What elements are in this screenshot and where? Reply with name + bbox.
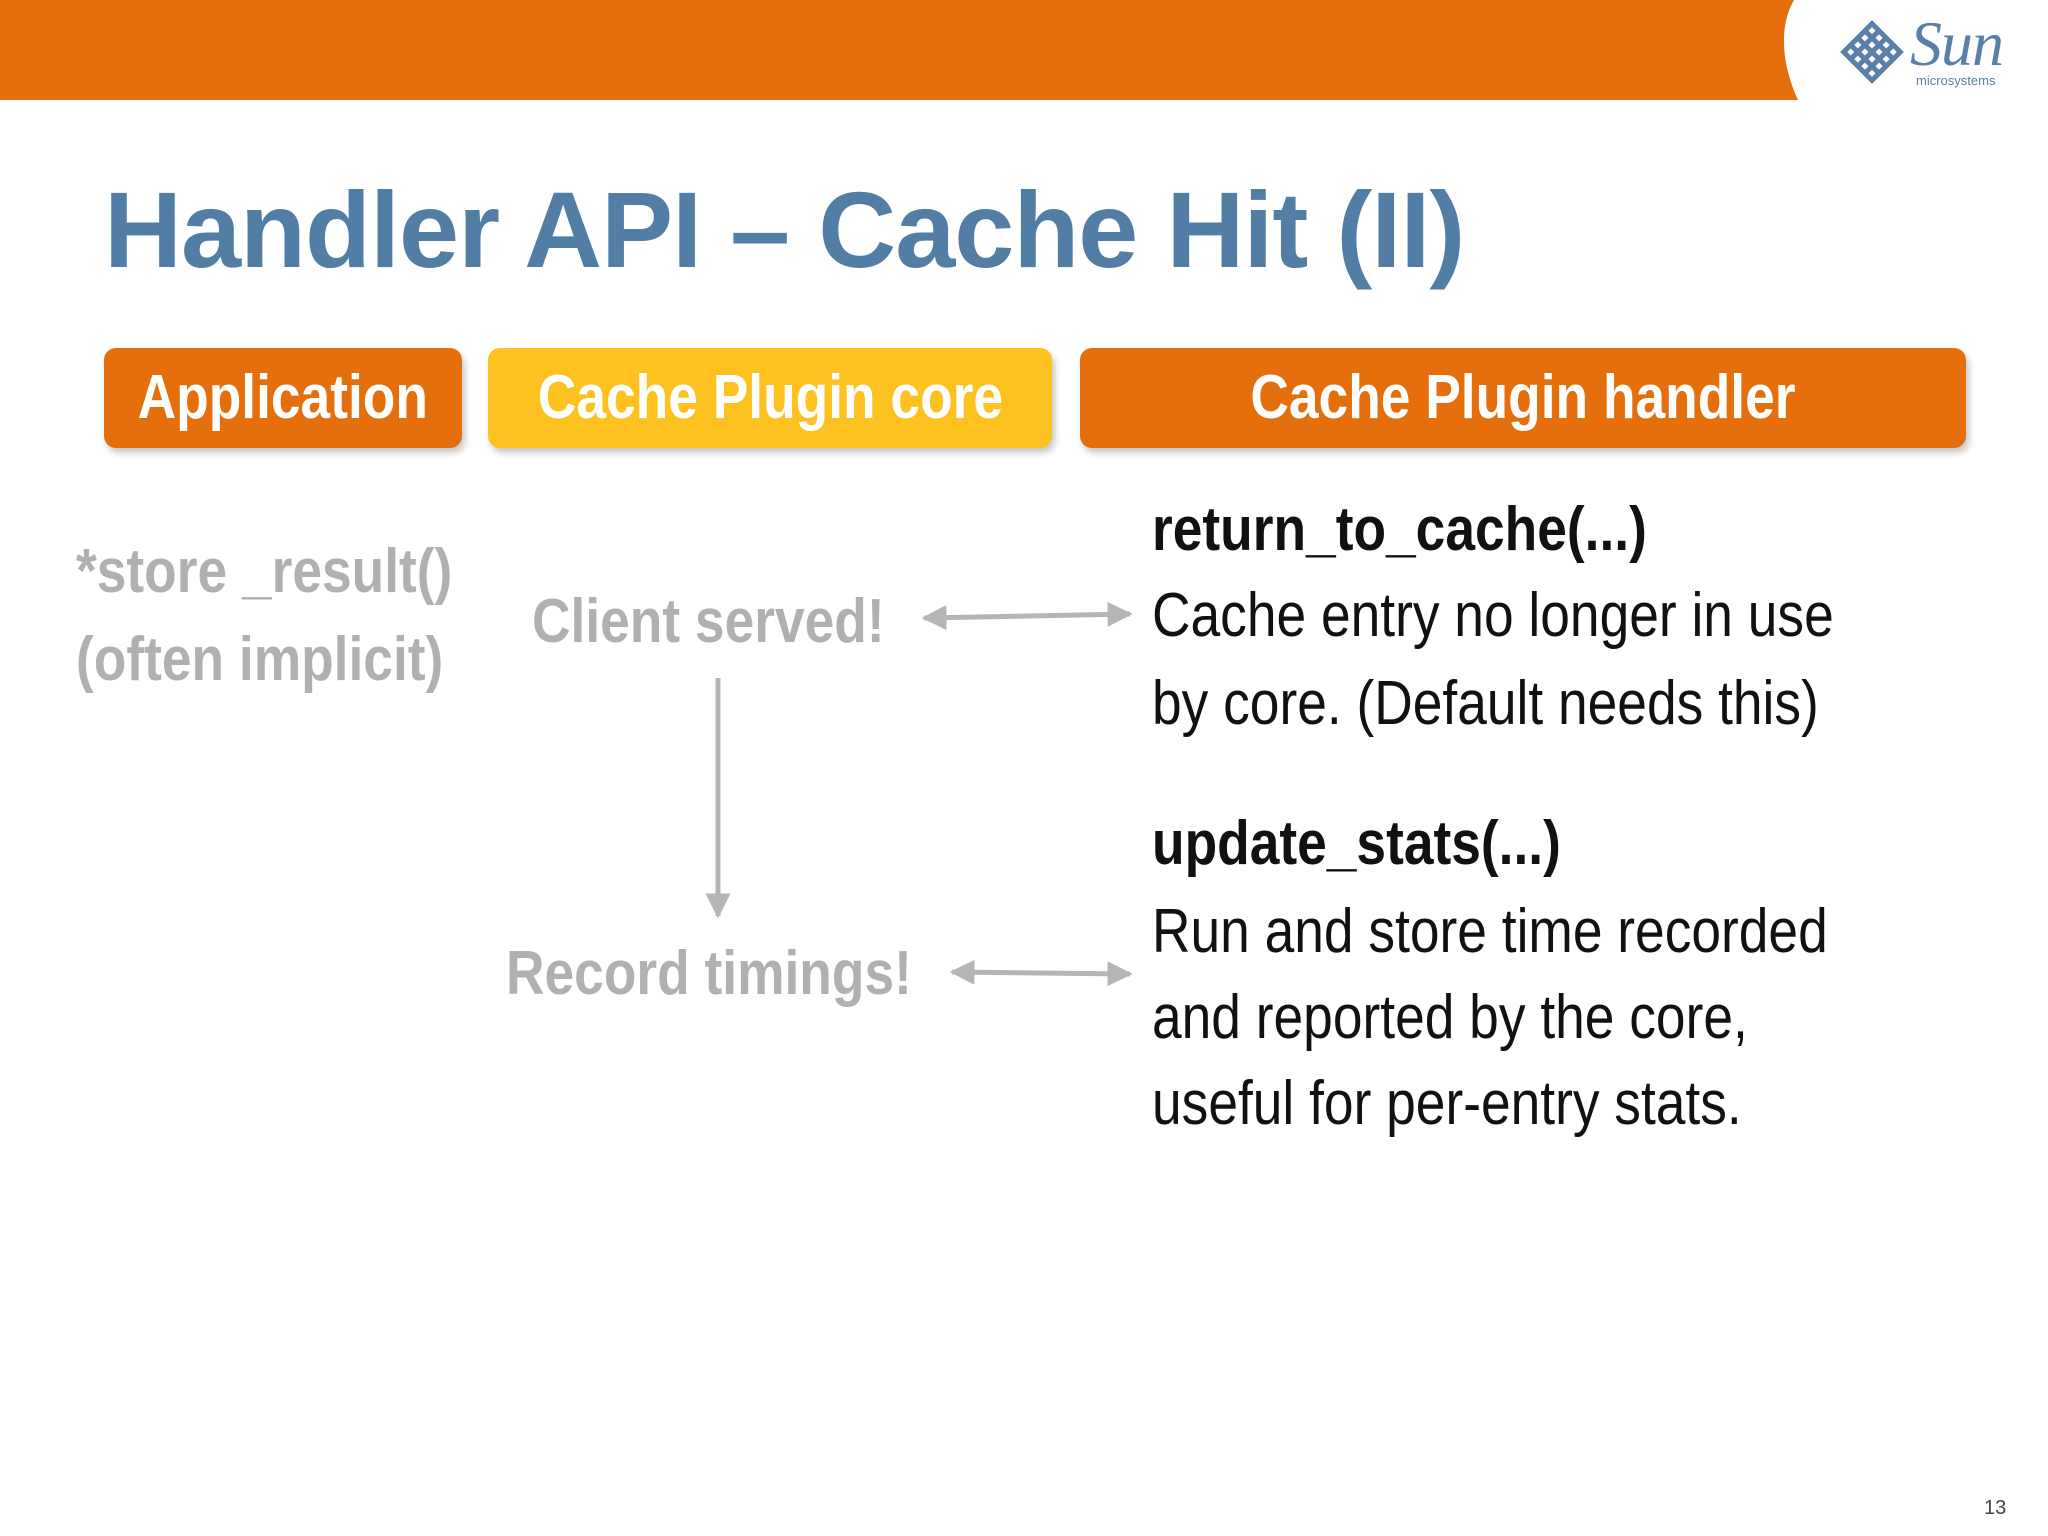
sun-logo-wordmark: Sun bbox=[1910, 8, 2004, 79]
application-often-implicit: (often implicit) bbox=[76, 625, 444, 694]
slide-title: Handler API – Cache Hit (II) bbox=[104, 169, 1465, 290]
handler-update-stats-desc-3: useful for per-entry stats. bbox=[1152, 1069, 1742, 1138]
application-store-result: *store _result() bbox=[76, 537, 453, 606]
sun-logo: Sun microsystems bbox=[1840, 12, 2030, 96]
top-banner bbox=[0, 0, 1798, 100]
arrow-client-served-to-return-to-cache bbox=[921, 601, 1133, 631]
handler-update-stats-name: update_stats(...) bbox=[1152, 809, 1561, 878]
handler-update-stats-desc-1: Run and store time recorded bbox=[1152, 897, 1828, 966]
header-application-label: Application bbox=[137, 363, 429, 432]
header-handler-label: Cache Plugin handler bbox=[1250, 363, 1796, 432]
sun-logo-mark-icon bbox=[1840, 20, 1904, 84]
header-cache-plugin-core: Cache Plugin core bbox=[488, 348, 1052, 448]
arrow-record-timings-to-update-stats bbox=[949, 959, 1133, 987]
core-client-served: Client served! bbox=[532, 587, 885, 656]
handler-return-to-cache-name: return_to_cache(...) bbox=[1152, 495, 1647, 564]
handler-update-stats-desc-2: and reported by the core, bbox=[1152, 983, 1748, 1052]
handler-return-to-cache-desc-1: Cache entry no longer in use bbox=[1152, 581, 1834, 650]
header-cache-plugin-handler: Cache Plugin handler bbox=[1080, 348, 1966, 448]
page-number: 13 bbox=[1984, 1497, 2007, 1519]
header-application: Application bbox=[104, 348, 462, 448]
header-core-label: Cache Plugin core bbox=[537, 363, 1003, 432]
sun-logo-subtitle: microsystems bbox=[1916, 73, 1996, 88]
core-record-timings: Record timings! bbox=[506, 939, 912, 1008]
handler-return-to-cache-desc-2: by core. (Default needs this) bbox=[1152, 669, 1819, 738]
